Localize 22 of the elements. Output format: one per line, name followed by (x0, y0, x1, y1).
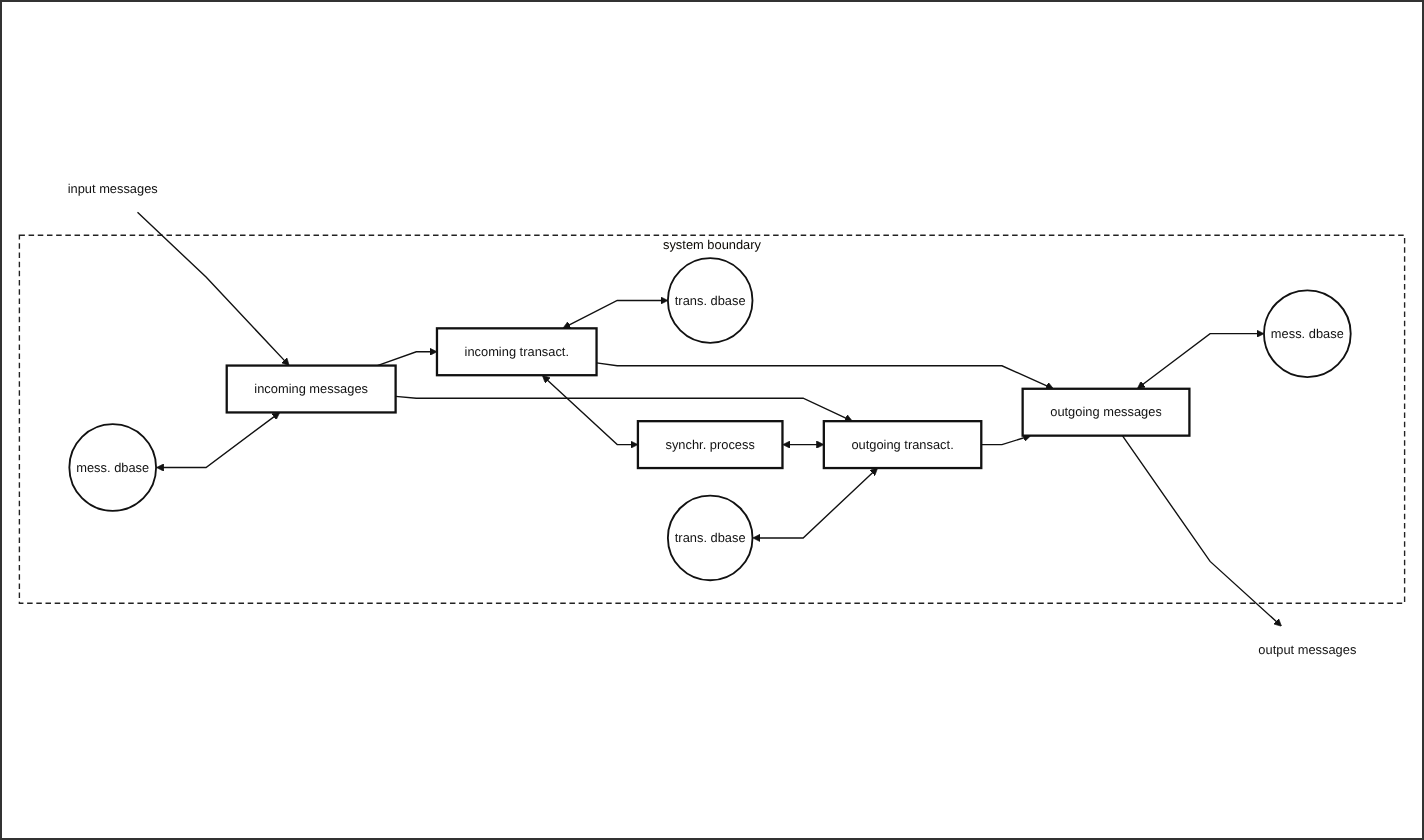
arrow (136, 212, 290, 367)
node-box (225, 365, 397, 415)
node-box (822, 420, 983, 470)
arrow (376, 348, 438, 368)
arrow (562, 297, 669, 330)
arrow (782, 441, 825, 450)
node-circle (666, 495, 754, 582)
arrow (156, 412, 281, 473)
node-box (636, 420, 784, 470)
node-box (435, 327, 598, 378)
arrow (752, 468, 878, 543)
arrow (1121, 435, 1282, 628)
arrow (1137, 330, 1265, 390)
node-circle (1263, 290, 1352, 379)
node-circle (666, 258, 754, 345)
arrow (980, 434, 1032, 447)
arrow (394, 396, 853, 423)
arrow (542, 375, 639, 450)
cluster (18, 235, 1406, 605)
arrow (595, 363, 1054, 391)
node-circle (68, 424, 157, 513)
node-box (1021, 388, 1191, 438)
